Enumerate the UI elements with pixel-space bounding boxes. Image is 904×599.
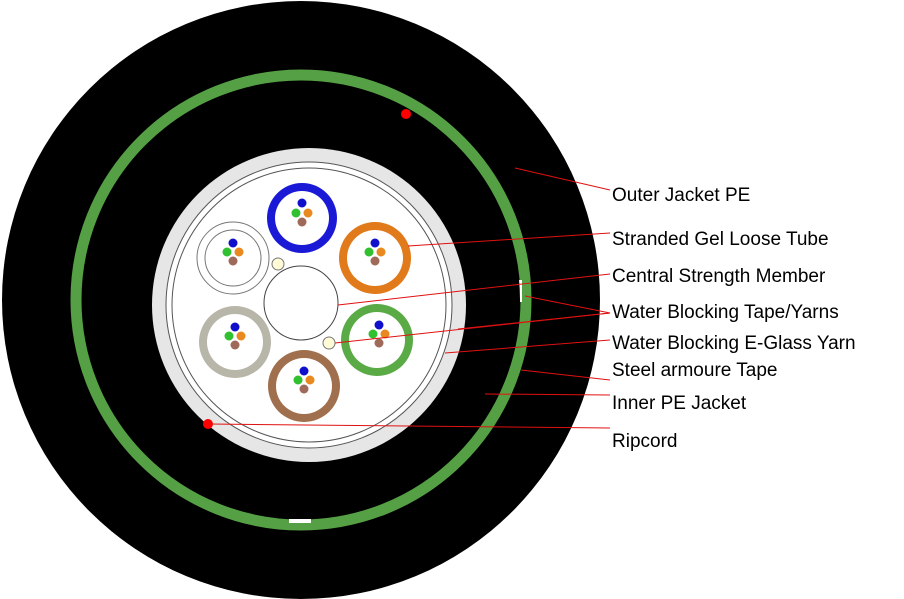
fiber (370, 256, 380, 266)
leader-water-tape-1 (524, 295, 611, 314)
fiber (228, 256, 238, 266)
armour-marker-bottom (289, 519, 311, 523)
label-eglass-yarn: Water Blocking E-Glass Yarn (612, 333, 856, 354)
loose-tube-green (341, 304, 413, 376)
leader-outer-jacket (514, 167, 611, 191)
fiber (230, 322, 240, 332)
leader-eglass-yarn (334, 312, 611, 344)
loose-tube-blue (267, 183, 337, 253)
label-loose-tube: Stranded Gel Loose Tube (612, 229, 829, 250)
fiber (380, 329, 390, 339)
fiber (299, 384, 309, 394)
fiber (234, 247, 244, 257)
label-water-tape: Water Blocking Tape/Yarns (612, 302, 839, 323)
fiber (224, 331, 234, 341)
leader-steel-tape (520, 369, 611, 381)
leader-ripcord (209, 423, 611, 429)
eglass-yarn (322, 336, 336, 350)
loose-tube-white (196, 221, 270, 295)
leader-eglass-yarn-2 (444, 339, 611, 354)
fiber (297, 217, 307, 227)
fiber (291, 208, 301, 218)
fiber (299, 366, 309, 376)
fiber (236, 331, 246, 341)
label-inner-jacket: Inner PE Jacket (612, 393, 747, 414)
label-ripcord: Ripcord (612, 431, 677, 452)
label-steel-tape: Steel armoure Tape (612, 360, 777, 381)
armour-marker-right (518, 280, 522, 302)
loose-tube-grey (199, 306, 271, 378)
fiber (230, 340, 240, 350)
fiber (293, 375, 303, 385)
label-outer-jacket: Outer Jacket PE (612, 185, 750, 206)
fiber (364, 247, 374, 257)
fiber (374, 320, 384, 330)
leader-loose-tube (407, 232, 611, 247)
eglass-yarn (271, 257, 285, 271)
ripcord-dot (401, 109, 411, 119)
leader-inner-jacket (484, 393, 611, 396)
loose-tube-orange (339, 222, 411, 294)
fiber (228, 238, 238, 248)
fiber (370, 238, 380, 248)
leader-strength-member (337, 273, 611, 306)
fiber (297, 198, 307, 208)
fiber (222, 247, 232, 257)
fiber (305, 375, 315, 385)
label-strength-member: Central Strength Member (612, 266, 826, 287)
loose-tube-brown (268, 350, 340, 422)
fiber (376, 247, 386, 257)
fiber (374, 338, 384, 348)
fiber (303, 208, 313, 218)
ripcord-dot (203, 419, 213, 429)
steel-armour-tape (70, 69, 532, 531)
central-strength-member (263, 265, 339, 341)
fiber (368, 329, 378, 339)
